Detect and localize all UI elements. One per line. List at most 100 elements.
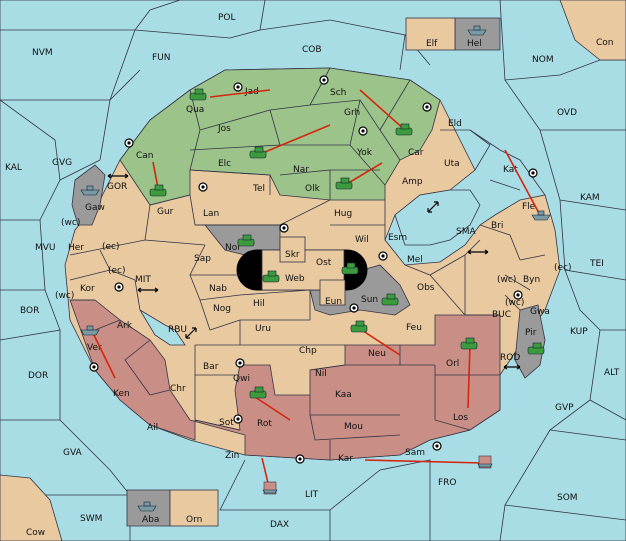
supply-center-icon	[198, 182, 208, 192]
supply-center-icon	[513, 290, 523, 300]
label-jos: Jos	[217, 124, 231, 134]
label-swm: SWM	[80, 514, 102, 524]
army-units	[149, 88, 545, 399]
label-nil: Nil	[315, 369, 327, 379]
label-alt: ALT	[604, 368, 620, 378]
fleet-icon	[477, 455, 493, 469]
label-nog: Nog	[213, 304, 231, 314]
label-sun: Sun	[361, 295, 378, 305]
label-ost: Ost	[316, 258, 332, 268]
label-ec3: (ec)	[108, 266, 126, 276]
label-wc3: (wc)	[505, 298, 524, 308]
label-web: Web	[285, 274, 305, 284]
province-labels: POL NVM FUN COB NOM Con Elf Hel OVD KAL …	[5, 13, 620, 538]
label-her: Her	[68, 243, 84, 253]
label-ec1: (ec)	[102, 242, 120, 252]
label-kor: Kor	[80, 284, 95, 294]
army-icon	[395, 123, 413, 136]
label-orl: Orl	[446, 359, 459, 369]
double-arrow-icon	[427, 201, 439, 213]
label-ovd: OVD	[557, 108, 577, 118]
supply-center-icon	[235, 358, 245, 368]
label-eld: Eld	[448, 119, 462, 129]
label-wc2: (wc)	[497, 275, 516, 285]
label-elc: Elc	[218, 159, 231, 169]
label-nom: NOM	[532, 55, 554, 65]
label-esm: Esm	[388, 233, 407, 243]
label-yok: Yok	[356, 148, 373, 158]
label-skr: Skr	[285, 250, 300, 260]
label-gwa: Gwa	[530, 307, 550, 317]
supply-center-icon	[279, 223, 289, 233]
label-aba: Aba	[142, 515, 159, 525]
label-buc: BUC	[492, 310, 511, 320]
supply-center-icon	[319, 75, 329, 85]
label-eun: Eun	[325, 297, 342, 307]
double-arrow-icon	[467, 249, 489, 255]
label-orn: Orn	[186, 515, 202, 525]
label-kup: KUP	[570, 327, 588, 337]
label-wil: Wil	[355, 235, 369, 245]
label-sma: SMA	[456, 227, 476, 237]
label-ken: Ken	[113, 389, 130, 399]
label-pir: Pir	[525, 328, 537, 338]
label-pol: POL	[218, 13, 236, 23]
supply-center-icon	[295, 454, 305, 464]
label-rot: Rot	[257, 419, 272, 429]
label-bar: Bar	[203, 362, 219, 372]
label-feu: Feu	[406, 323, 422, 333]
label-sap: Sap	[194, 254, 211, 264]
supply-center-icon	[358, 126, 368, 136]
fleet-icon	[531, 210, 551, 221]
fleet-icon	[467, 25, 487, 36]
fleet-units	[80, 25, 551, 512]
army-icon	[350, 320, 368, 333]
supply-center-icon	[422, 102, 432, 112]
army-icon	[335, 177, 353, 190]
sma-channel	[394, 189, 481, 246]
inner-sea	[139, 309, 186, 346]
label-chp: Chp	[299, 346, 317, 356]
label-elf: Elf	[426, 39, 438, 49]
label-cow: Cow	[26, 528, 45, 538]
label-uta: Uta	[444, 159, 460, 169]
label-lan: Lan	[203, 209, 219, 219]
label-cob: COB	[302, 45, 322, 55]
label-kal: KAL	[5, 163, 22, 173]
fleet-icon	[262, 481, 278, 495]
supply-center-icon	[233, 414, 243, 424]
label-neu: Neu	[368, 349, 386, 359]
label-bor: BOR	[20, 306, 39, 316]
label-los: Los	[453, 413, 468, 423]
label-kat: Kat	[503, 165, 518, 175]
label-gur: Gur	[157, 207, 174, 217]
supply-center-icon	[114, 282, 124, 292]
label-con: Con	[596, 38, 614, 48]
army-icon	[527, 342, 545, 355]
army-icon	[237, 234, 255, 247]
label-sam: Sam	[405, 448, 425, 458]
fleet-icon	[80, 185, 100, 196]
label-mvu: MVU	[35, 243, 56, 253]
label-qwi: Qwi	[233, 374, 250, 384]
label-hil: Hil	[253, 299, 265, 309]
supply-center-icon	[233, 82, 243, 92]
label-ec2: (ec)	[554, 263, 572, 273]
label-lit: LIT	[305, 490, 319, 500]
supply-center-icon	[432, 441, 442, 451]
label-kar: Kar	[338, 454, 353, 464]
label-zin: Zin	[225, 451, 239, 461]
label-ver: Ver	[87, 343, 102, 353]
double-arrow-icon	[185, 327, 197, 339]
label-gaw: Gaw	[85, 203, 105, 213]
label-nor: Nor	[225, 243, 241, 253]
supply-center-icon	[378, 251, 388, 261]
label-obs: Obs	[417, 283, 435, 293]
label-nar: Nar	[293, 165, 309, 175]
label-bri: Bri	[491, 221, 503, 231]
label-tei: TEI	[589, 259, 604, 269]
label-tel: Tel	[252, 184, 265, 194]
cow-region	[0, 474, 63, 541]
